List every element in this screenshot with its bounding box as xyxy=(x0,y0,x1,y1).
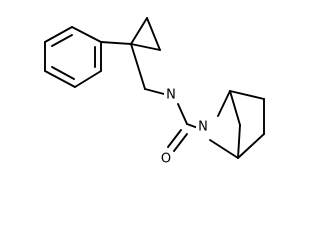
benzene-ring xyxy=(44,26,102,88)
bond xyxy=(229,90,265,100)
bond xyxy=(237,124,241,159)
ring-nitrogen-label: N xyxy=(196,119,210,135)
bicyclic-ring xyxy=(209,90,265,159)
carbonyl-group xyxy=(167,123,199,152)
atom-label-n-ring: N xyxy=(198,120,208,135)
cyclopropane-ring xyxy=(100,17,161,51)
bond xyxy=(209,139,239,159)
bond xyxy=(44,26,73,43)
bond xyxy=(74,70,102,88)
bond xyxy=(177,103,188,125)
double-bond xyxy=(173,133,188,152)
bond xyxy=(146,17,161,51)
bond xyxy=(144,88,165,95)
bond xyxy=(130,43,161,51)
double-bond xyxy=(167,129,182,148)
amide-nitrogen-label: N xyxy=(164,87,178,103)
bond xyxy=(130,43,146,90)
bond xyxy=(130,17,148,45)
structure-diagram: N N O xyxy=(44,17,265,167)
bond xyxy=(100,41,132,45)
double-bond-inner xyxy=(51,34,73,47)
bond xyxy=(237,133,265,159)
carbonyl-oxygen-label: O xyxy=(159,151,173,167)
bond xyxy=(217,90,231,117)
atom-label-n-amide: N xyxy=(166,88,176,103)
bond xyxy=(229,90,241,126)
bond xyxy=(44,70,76,88)
linker-chain xyxy=(130,43,188,125)
bond xyxy=(71,26,102,43)
double-bond-inner xyxy=(51,66,75,80)
atom-label-o-carbonyl: O xyxy=(161,152,171,167)
